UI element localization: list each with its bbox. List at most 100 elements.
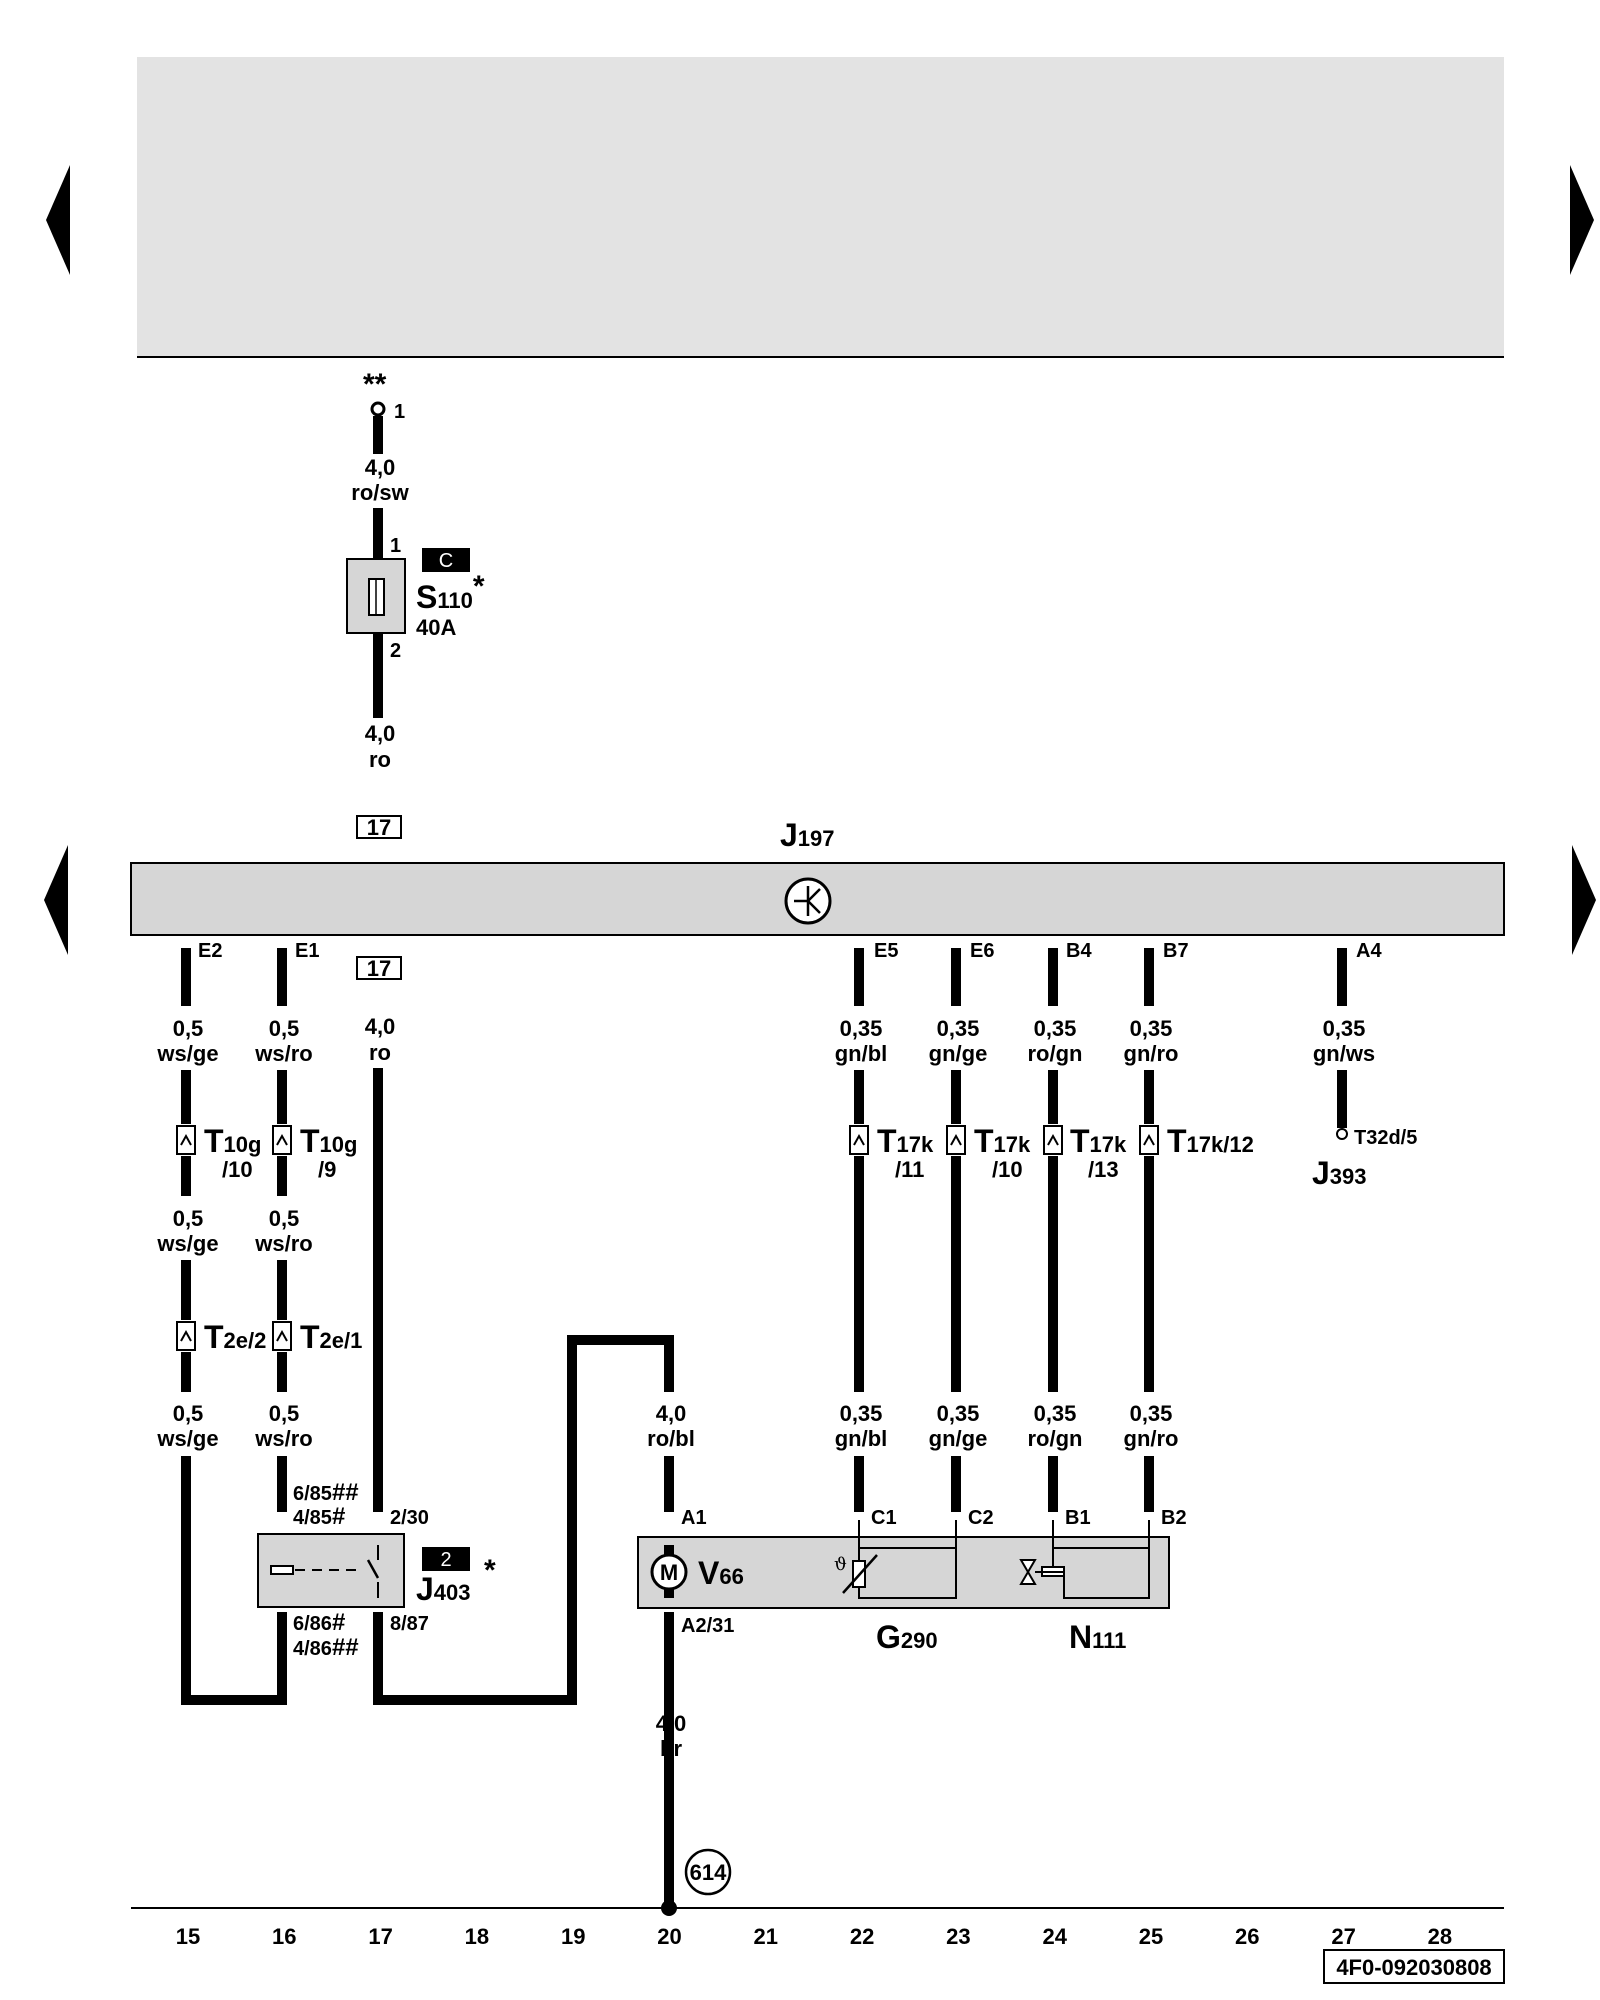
column-number: 18 bbox=[465, 1924, 489, 1949]
wire-motor-in-size: 4,0 bbox=[656, 1401, 687, 1426]
pin-e5: E5 bbox=[874, 940, 898, 962]
svg-text:gn/bl: gn/bl bbox=[835, 1426, 888, 1451]
connector-t10g-10-label: T10g bbox=[204, 1123, 261, 1159]
connector-t17k-10 bbox=[946, 1125, 966, 1155]
fuse-name: S110* bbox=[416, 570, 485, 615]
pump-pin-c2: C2 bbox=[968, 1507, 994, 1529]
valve-name: N111 bbox=[1069, 1619, 1126, 1655]
svg-text:614: 614 bbox=[690, 1860, 727, 1885]
svg-text:/13: /13 bbox=[1088, 1157, 1119, 1182]
svg-text:gn/ge: gn/ge bbox=[929, 1426, 988, 1451]
wire-e6-color: gn/ge bbox=[929, 1041, 988, 1066]
wire-e6-size: 0,35 bbox=[937, 1016, 980, 1041]
feed-pin-label: 1 bbox=[394, 401, 405, 423]
svg-text:0,35: 0,35 bbox=[1130, 1401, 1173, 1426]
column-number: 17 bbox=[368, 1924, 392, 1949]
svg-text:0,35: 0,35 bbox=[937, 1401, 980, 1426]
svg-text:/9: /9 bbox=[318, 1157, 336, 1182]
svg-text:ro/gn: ro/gn bbox=[1028, 1426, 1083, 1451]
valve-icon bbox=[1019, 1559, 1037, 1585]
connector-t17k-10-label: T17k bbox=[974, 1123, 1031, 1159]
relay-pin-2-30: 2/30 bbox=[390, 1507, 429, 1529]
connector-t2e-2 bbox=[176, 1321, 196, 1351]
motor-icon bbox=[650, 1553, 688, 1591]
wire-a4-color: gn/ws bbox=[1313, 1041, 1375, 1066]
wire-e5-size: 0,35 bbox=[840, 1016, 883, 1041]
connector-t17k-12 bbox=[1139, 1125, 1159, 1155]
pin-e1: E1 bbox=[295, 940, 319, 962]
svg-text:0,5: 0,5 bbox=[173, 1206, 204, 1231]
pin-b7: B7 bbox=[1163, 940, 1189, 962]
wire-a4-size: 0,35 bbox=[1323, 1016, 1366, 1041]
column-number: 22 bbox=[850, 1924, 874, 1949]
page-next-arrow-bottom[interactable] bbox=[1572, 845, 1596, 955]
connector-t10g-9-label: T10g bbox=[300, 1123, 357, 1159]
connector-t2e-1 bbox=[272, 1321, 292, 1351]
wire-motor-out-color: br bbox=[660, 1736, 682, 1761]
wire-b4-color: ro/gn bbox=[1028, 1041, 1083, 1066]
connector-t17k-12-label: T17k/12 bbox=[1167, 1123, 1254, 1159]
svg-text:2: 2 bbox=[440, 1549, 451, 1571]
wire-top-size: 4,0 bbox=[365, 455, 396, 480]
relay-pin-6-85: 6/85## bbox=[293, 1479, 359, 1506]
column-number: 27 bbox=[1331, 1924, 1355, 1949]
fuse-flag-c bbox=[422, 548, 470, 572]
svg-text:0,35: 0,35 bbox=[1034, 1401, 1077, 1426]
connector-t17k-13-label: T17k bbox=[1070, 1123, 1127, 1159]
relay-pin-4-85: 4/85# bbox=[293, 1503, 345, 1530]
svg-text:0,5: 0,5 bbox=[173, 1401, 204, 1426]
fuse-rating: 40A bbox=[416, 615, 456, 640]
svg-text:0,35: 0,35 bbox=[840, 1401, 883, 1426]
doc-code-box bbox=[1323, 1949, 1505, 1984]
relay-pin-4-86: 4/86## bbox=[293, 1634, 359, 1661]
connector-t2e-2-label: T2e/2 bbox=[204, 1319, 266, 1355]
column-number: 16 bbox=[272, 1924, 296, 1949]
relay-coil-icon bbox=[270, 1565, 294, 1575]
pump-pin-b1: B1 bbox=[1065, 1507, 1091, 1529]
column-number: 21 bbox=[754, 1924, 778, 1949]
j393-name: J393 bbox=[1312, 1155, 1367, 1191]
column-number: 24 bbox=[1042, 1924, 1067, 1949]
wire-e5-color: gn/bl bbox=[835, 1041, 888, 1066]
svg-text:/10: /10 bbox=[992, 1157, 1023, 1182]
pin-e2: E2 bbox=[198, 940, 222, 962]
relay-pin-8-87: 8/87 bbox=[390, 1613, 429, 1635]
connector-t10g-10 bbox=[176, 1125, 196, 1155]
motor-name: V66 bbox=[698, 1555, 744, 1591]
page-prev-arrow-top[interactable] bbox=[46, 165, 70, 275]
relay-to-pump-wire bbox=[373, 1335, 674, 1705]
wire-e2-size: 0,5 bbox=[173, 1016, 204, 1041]
relay-flag-2 bbox=[422, 1547, 470, 1571]
connector-t17k-11-label: T17k bbox=[877, 1123, 934, 1159]
ref-box-top bbox=[356, 815, 402, 839]
pump-pin-b2: B2 bbox=[1161, 1507, 1187, 1529]
j393-pin: T32d/5 bbox=[1354, 1127, 1417, 1149]
column-number: 28 bbox=[1428, 1924, 1452, 1949]
connector-t17k-11 bbox=[849, 1125, 869, 1155]
wire-b4-size: 0,35 bbox=[1034, 1016, 1077, 1041]
column-number: 19 bbox=[561, 1924, 585, 1949]
wire-top-color: ro/sw bbox=[351, 480, 409, 505]
column-number: 20 bbox=[657, 1924, 681, 1949]
column-number: 15 bbox=[176, 1924, 200, 1949]
pump-pin-a1: A1 bbox=[681, 1507, 707, 1529]
pin-b4: B4 bbox=[1066, 940, 1092, 962]
svg-text:M: M bbox=[660, 1560, 678, 1585]
wire-e1-size: 0,5 bbox=[269, 1016, 300, 1041]
svg-text:ws/ge: ws/ge bbox=[156, 1231, 218, 1256]
connector-t17k-13 bbox=[1043, 1125, 1063, 1155]
wire-17-size: 4,0 bbox=[365, 1014, 396, 1039]
page-next-arrow-top[interactable] bbox=[1570, 165, 1594, 275]
connector-t10g-9 bbox=[272, 1125, 292, 1155]
column-number: 26 bbox=[1235, 1924, 1259, 1949]
ground-point-614 bbox=[684, 1848, 732, 1896]
svg-text:C: C bbox=[439, 550, 453, 572]
column-number: 25 bbox=[1139, 1924, 1163, 1949]
module-name: J197 bbox=[780, 817, 835, 853]
wire-b7-color: gn/ro bbox=[1124, 1041, 1179, 1066]
sensor-name: G290 bbox=[876, 1619, 938, 1655]
page-prev-arrow-bottom[interactable] bbox=[44, 845, 68, 955]
wire-17-color: ro bbox=[369, 1040, 391, 1065]
wire-fuse-out-color: ro bbox=[369, 747, 391, 772]
